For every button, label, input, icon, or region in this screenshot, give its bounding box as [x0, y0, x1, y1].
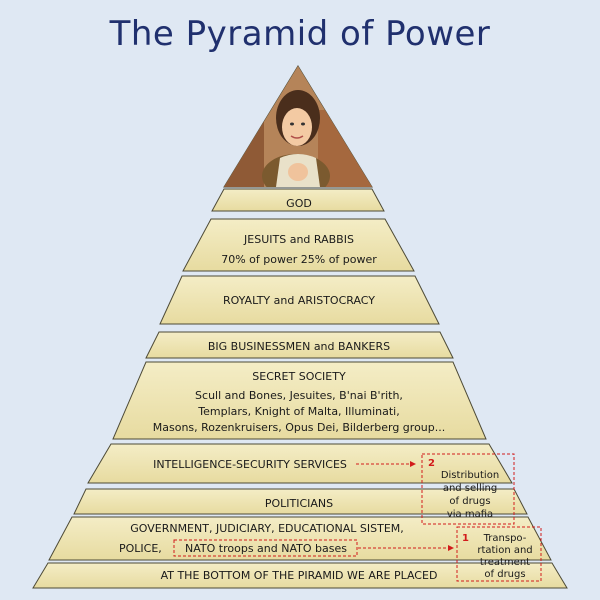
label-government: GOVERNMENT, JUDICIARY, EDUCATIONAL SISTE… — [130, 522, 404, 535]
label-secret-society: SECRET SOCIETY — [252, 370, 346, 383]
label-secret-line-3: Masons, Rozenkruisers, Opus Dei, Bilderb… — [153, 421, 446, 434]
label-secret-line-1: Scull and Bones, Jesuites, B'nai B'rith, — [195, 389, 403, 402]
band-intelligence — [87, 443, 513, 484]
note-2-line-1: Distribution — [441, 470, 499, 481]
note-1-line-3: treatment — [480, 557, 530, 568]
label-secret-line-2: Templars, Knight of Malta, Illuminati, — [197, 405, 399, 418]
band-government — [48, 516, 552, 561]
note-2-line-4: via mafia — [447, 509, 493, 520]
note-1-line-2: rtation and — [477, 545, 532, 556]
band-royalty — [159, 275, 440, 325]
label-god: GOD — [286, 197, 312, 210]
label-nato: NATO troops and NATO bases — [185, 542, 347, 555]
note-1-number: 1 — [462, 533, 469, 544]
band-god — [211, 188, 385, 212]
note-2-line-2: and selling — [443, 483, 497, 494]
page-title: The Pyramid of Power — [109, 14, 491, 54]
side-note-transport: 1 Transpo- rtation and treatment of drug… — [456, 526, 542, 582]
label-jesuits: JESUITS and RABBIS — [243, 233, 354, 246]
band-secret — [112, 361, 487, 440]
nato-highlight-box — [173, 539, 358, 557]
note-1-line-4: of drugs — [484, 569, 525, 580]
apex-portrait — [223, 65, 373, 188]
woman-portrait-icon — [224, 66, 372, 187]
band-politicians — [73, 488, 528, 515]
side-note-distribution: 2 Distribution and selling of drugs via … — [421, 453, 515, 525]
label-royalty: ROYALTY and ARISTOCRACY — [223, 294, 375, 307]
band-jesuits — [182, 218, 415, 272]
band-bottom — [32, 562, 568, 589]
label-politicians: POLITICIANS — [265, 497, 333, 510]
label-intelligence: INTELLIGENCE-SECURITY SERVICES — [153, 458, 347, 471]
band-business — [145, 331, 454, 359]
label-business: BIG BUSINESSMEN and BANKERS — [208, 340, 390, 353]
pyramid-bands — [32, 188, 568, 589]
label-police: POLICE, — [119, 542, 162, 555]
note-1-line-1: Transpo- — [483, 533, 527, 544]
note-2-number: 2 — [428, 458, 435, 469]
label-bottom: AT THE BOTTOM OF THE PIRAMID WE ARE PLAC… — [161, 569, 438, 582]
label-jesuits-power: 70% of power 25% of power — [221, 253, 377, 266]
note-2-line-3: of drugs — [449, 496, 490, 507]
